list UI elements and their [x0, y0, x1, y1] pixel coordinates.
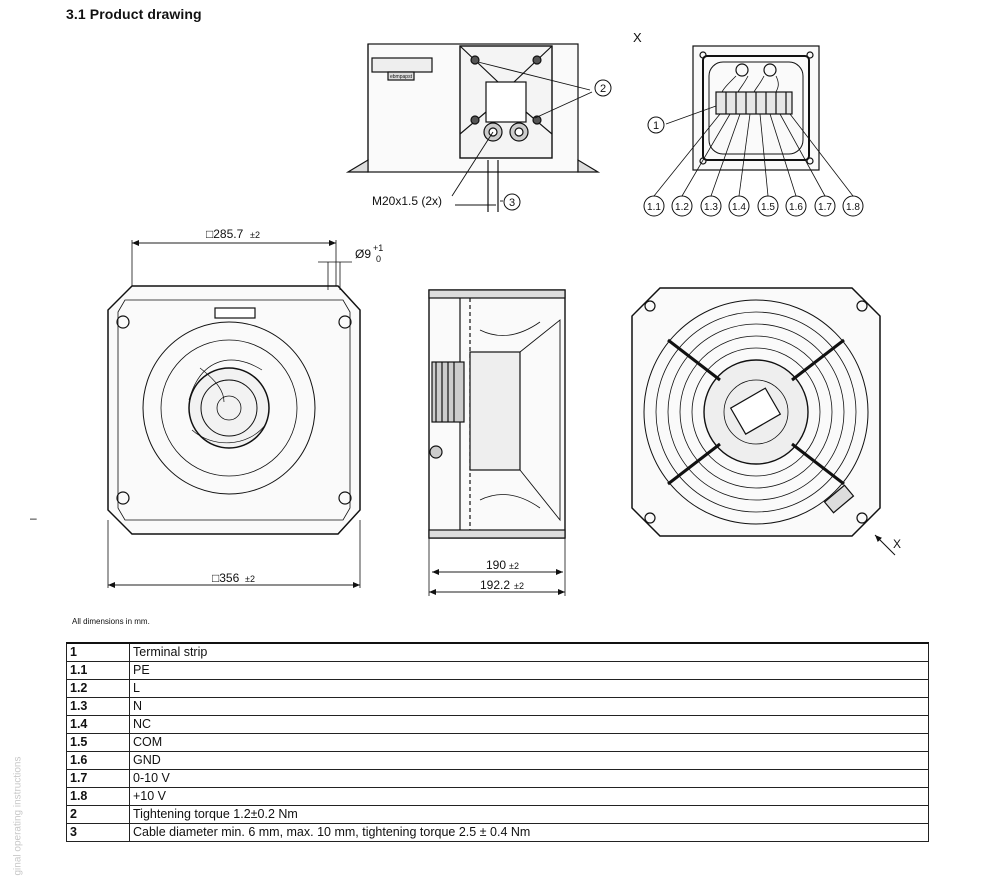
front-view: [107, 285, 361, 535]
terminal-callouts: [653, 113, 854, 197]
svg-text:ebmpapst: ebmpapst: [390, 74, 413, 80]
square-width-dimension: □285.7: [206, 227, 244, 241]
legend-key: 1.2: [66, 679, 130, 698]
square-width-tolerance: ±2: [250, 230, 260, 240]
rear-view: [631, 287, 881, 537]
view-x-arrow: [874, 534, 896, 556]
legend-key: 2: [66, 805, 130, 824]
view-x-label: X: [633, 30, 642, 45]
side-mark: –: [30, 511, 37, 525]
callout-1-label: 1: [653, 120, 659, 132]
callout-2: 2: [594, 79, 612, 97]
terminal-strip-view: [665, 45, 820, 171]
legend-key: 1.4: [66, 715, 130, 734]
square-outer-tolerance: ±2: [245, 574, 255, 584]
callout-3-label: 3: [509, 197, 515, 209]
legend-description: N: [129, 697, 929, 716]
hole-diameter-tolerance-plus: +1: [373, 243, 383, 253]
terminal-box-detail-view: ebmpapst: [345, 43, 601, 212]
terminal-callout-1-3: 1.3: [704, 202, 718, 213]
section-title: 3.1 Product drawing: [66, 6, 202, 22]
callout-2-label: 2: [600, 83, 606, 95]
legend-key: 1: [66, 642, 130, 662]
terminal-callout-1-8: 1.8: [846, 202, 860, 213]
legend-description: Terminal strip: [129, 642, 929, 662]
front-view-dimensions: [107, 240, 361, 588]
hole-diameter-dimension: Ø9: [355, 247, 371, 261]
terminal-callout-1-6: 1.6: [789, 202, 803, 213]
square-outer-dimension: □356: [212, 571, 240, 585]
legend-key: 1.5: [66, 733, 130, 752]
legend-description: Cable diameter min. 6 mm, max. 10 mm, ti…: [129, 823, 929, 842]
depth-dimension-190-tolerance: ±2: [509, 561, 519, 571]
legend-description: +10 V: [129, 787, 929, 806]
product-drawing: ebmpapst M20x1.5 (2x) 2 3 X: [30, 30, 901, 596]
terminal-callout-1-1: 1.1: [647, 202, 661, 213]
depth-dimension-192-tolerance: ±2: [514, 581, 524, 591]
side-view-dimensions: [428, 538, 566, 596]
terminal-callout-1-2: 1.2: [675, 202, 689, 213]
side-watermark-text: ginal operating instructions: [12, 756, 24, 876]
legend-description: 0-10 V: [129, 769, 929, 788]
terminal-callout-1-7: 1.7: [818, 202, 832, 213]
legend-key: 3: [66, 823, 130, 842]
callout-3: 3: [503, 193, 521, 211]
dimensions-note: All dimensions in mm.: [72, 617, 150, 626]
legend-description: Tightening torque 1.2±0.2 Nm: [129, 805, 929, 824]
legend-description: L: [129, 679, 929, 698]
depth-dimension-192: 192.2: [480, 578, 510, 592]
hole-diameter-tolerance-minus: 0: [376, 254, 381, 264]
legend-description: GND: [129, 751, 929, 770]
legend-description: NC: [129, 715, 929, 734]
legend-key: 1.7: [66, 769, 130, 788]
depth-dimension-190: 190: [486, 558, 506, 572]
side-view: [428, 289, 566, 539]
legend-key: 1.6: [66, 751, 130, 770]
terminal-callout-1-5: 1.5: [761, 202, 775, 213]
callout-1: 1: [647, 116, 665, 134]
legend-key: 1.8: [66, 787, 130, 806]
thread-label: M20x1.5 (2x): [372, 194, 442, 208]
terminal-callout-circles: [643, 195, 864, 217]
legend-description: COM: [129, 733, 929, 752]
legend-description: PE: [129, 661, 929, 680]
legend-key: 1.1: [66, 661, 130, 680]
legend-key: 1.3: [66, 697, 130, 716]
legend-row: 1.8+10 V: [66, 787, 929, 806]
view-x-arrow-label: X: [893, 537, 901, 551]
terminal-callout-1-4: 1.4: [732, 202, 746, 213]
